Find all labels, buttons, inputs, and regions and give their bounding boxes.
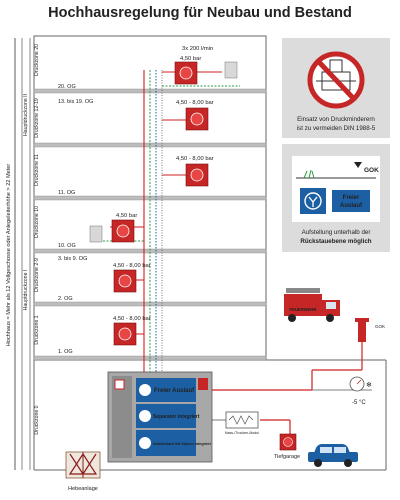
fire-truck-icon: FEUERWEHR xyxy=(284,288,340,322)
hydrant-12-19: 4,50 - 8,00 bar xyxy=(176,100,214,131)
zone-12-19-label: Druckzone 12-19 xyxy=(34,98,40,138)
floor-11-label: 11. OG xyxy=(58,190,75,196)
lift-station: Hebeanlage xyxy=(65,451,101,492)
side-label: Hochhaus = Mehr als 12 Vollgeschosse ode… xyxy=(6,164,12,347)
station-free-outlet: Freier Auslauf xyxy=(154,388,195,394)
lift-label: Hebeanlage xyxy=(68,486,98,492)
station-separator: Separator integriert xyxy=(153,414,200,420)
zone-columns xyxy=(21,38,31,470)
hydrant-top: 4,50 bar xyxy=(174,56,238,85)
supply-pipes xyxy=(212,340,372,436)
zone-2-9-label: Druckzone 2-9 xyxy=(34,258,40,292)
snowflake-icon: ❄ xyxy=(366,381,372,389)
pressure-1-label: 4,50 - 8,00 bar xyxy=(113,316,151,322)
station-overflow: Notüberlauf mit Siphon integriert xyxy=(153,442,212,446)
floor-13-19-label: 13. bis 19. OG xyxy=(58,99,93,105)
garage-label: Tiefgarage xyxy=(274,454,300,460)
floor-1-label: 1. OG xyxy=(58,349,73,355)
pressure-top-label: 4,50 bar xyxy=(180,56,201,62)
zone-labels: Druckzone 20 Hauptdruckzone II Druckzone… xyxy=(23,44,40,435)
zone-11-label: Druckzone 11 xyxy=(34,154,40,186)
zone-1-label: Druckzone 1 xyxy=(34,315,40,344)
flow-label: 3x 200 l/min xyxy=(182,46,213,52)
floor-3-9-label: 3. bis 9. OG xyxy=(58,256,87,262)
separator-station: Freier Auslauf Separator integriert Notü… xyxy=(107,371,213,463)
panel2-badge1: Freier xyxy=(343,195,360,201)
hydrant-11: 4,50 - 8,00 bar xyxy=(176,156,214,187)
panel1-line2: ist zu vermeiden DIN 1988-5 xyxy=(297,125,376,132)
zone-20-label: Druckzone 20 xyxy=(34,44,40,76)
car-icon xyxy=(308,444,358,467)
diagram-title: Hochhausregelung für Neubau und Bestand xyxy=(48,5,352,21)
hydrant-1: 4,50 - 8,00 bar xyxy=(113,316,151,346)
pressure-12-19-label: 4,50 - 8,00 bar xyxy=(176,100,214,106)
floor-20-label: 20. OG xyxy=(58,84,76,90)
garage-hydrant: Tiefgarage xyxy=(274,433,300,460)
pressure-2-9-label: 4,50 - 8,00 bar xyxy=(113,263,151,269)
zone-0-label: Druckzone 0 xyxy=(34,405,40,434)
outside-standpipe: GOK xyxy=(355,318,385,342)
floor-2-label: 2. OG xyxy=(58,296,73,302)
hydrant-2-9: 4,50 - 8,00 bar xyxy=(113,263,151,293)
pressure-10-label: 4,50 bar xyxy=(116,213,137,219)
panel2-line2: Rückstauebene möglich xyxy=(300,238,371,245)
hydrant-10: 4,50 bar xyxy=(89,213,137,243)
temperature-label: -5 °C xyxy=(352,400,366,406)
gok-small-label: GOK xyxy=(375,324,385,329)
panel2-badge2: Auslauf xyxy=(340,203,363,209)
wet-dry-module: Nass-/Trocken-Modul xyxy=(225,411,259,435)
panel-backflow: GOK Freier Auslauf Aufstellung unterhalb… xyxy=(282,144,390,252)
main-zone-1-label: Hauptdruckzone I xyxy=(23,270,29,311)
floor-labels: 20. OG 13. bis 19. OG 11. OG 10. OG 3. b… xyxy=(58,84,93,355)
floor-10-label: 10. OG xyxy=(58,243,76,249)
main-zone-2-label: Hauptdruckzone II xyxy=(23,94,29,136)
temperature-gauge: ❄ -5 °C xyxy=(349,376,372,406)
module-label: Nass-/Trocken-Modul xyxy=(225,431,259,435)
zone-10-label: Druckzone 10 xyxy=(34,206,40,238)
panel2-gok: GOK xyxy=(364,167,379,174)
panel1-line1: Einsatz von Druckminderern xyxy=(297,116,375,123)
truck-label: FEUERWEHR xyxy=(290,307,317,312)
panel-no-reducers: Einsatz von Druckminderern ist zu vermei… xyxy=(282,38,390,138)
pressure-11-label: 4,50 - 8,00 bar xyxy=(176,156,214,162)
panel2-line1: Aufstellung unterhalb der xyxy=(302,229,371,236)
